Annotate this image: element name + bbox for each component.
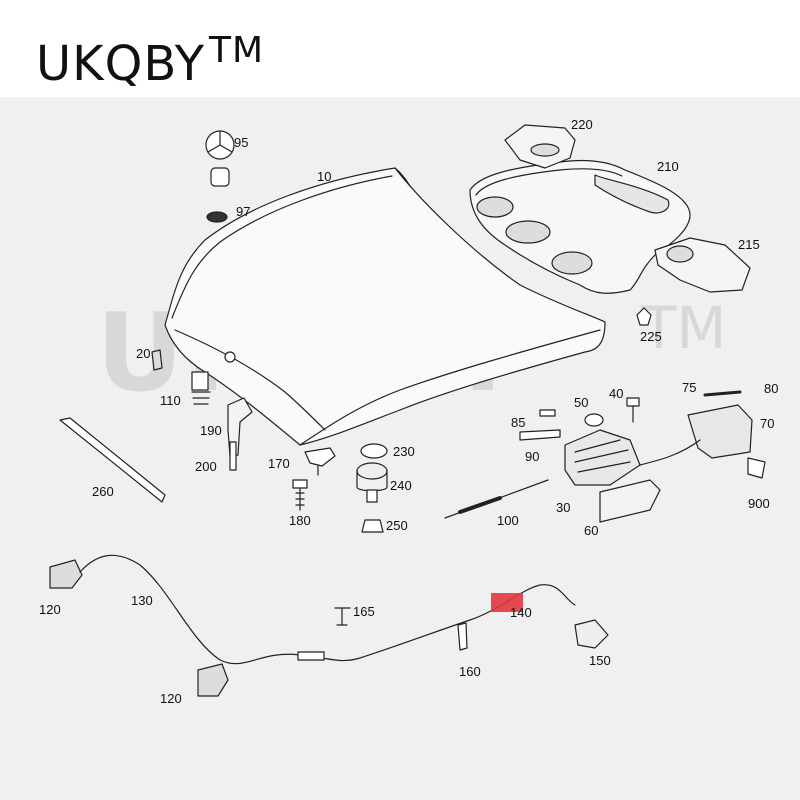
brand-tm: TM (209, 30, 265, 71)
label-40: 40 (609, 386, 624, 401)
label-50: 50 (574, 395, 589, 410)
ring-230-part (360, 443, 388, 459)
bolt-200-part (229, 441, 237, 471)
label-225: 225 (640, 329, 662, 344)
label-190: 190 (200, 423, 222, 438)
label-220: 220 (571, 117, 593, 132)
label-97: 97 (236, 204, 251, 219)
label-200: 200 (195, 459, 217, 474)
part-170 (304, 447, 336, 467)
label-10: 10 (317, 169, 332, 184)
label-30: 30 (556, 500, 571, 515)
insulation-mat-part (469, 159, 691, 294)
latch-30-part (564, 429, 641, 486)
highlight-marker (491, 593, 523, 612)
label-75: 75 (682, 380, 697, 395)
label-100: 100 (497, 513, 519, 528)
seal-strip-260-part (59, 417, 166, 503)
label-140: 140 (510, 605, 532, 620)
bracket-160-part (457, 622, 468, 651)
clip-120-upper-part (49, 559, 83, 589)
label-230: 230 (393, 444, 415, 459)
label-165: 165 (353, 604, 375, 619)
handle-60-part (599, 479, 661, 523)
label-150: 150 (589, 653, 611, 668)
actuator-70-part (639, 390, 753, 466)
label-90: 90 (525, 449, 540, 464)
clip-225-part (636, 307, 652, 326)
label-210: 210 (657, 159, 679, 174)
label-20: 20 (136, 346, 151, 361)
handle-150-part (574, 619, 609, 649)
label-80: 80 (764, 381, 779, 396)
connector-900-part (747, 457, 766, 479)
bumper-240-part (356, 462, 388, 503)
part-90 (519, 429, 561, 441)
label-130: 130 (131, 593, 153, 608)
seal-97-part (206, 211, 228, 223)
label-250: 250 (386, 518, 408, 533)
clip-165-part (334, 607, 351, 626)
bracket-220-part (504, 124, 576, 169)
label-110: 110 (160, 393, 181, 408)
bolt-40-part (626, 397, 640, 423)
label-180: 180 (289, 513, 311, 528)
bumper-50-part (584, 413, 604, 427)
watermark-tm: TM (641, 294, 727, 362)
part-85 (539, 409, 556, 417)
part-20 (151, 349, 163, 371)
label-85: 85 (511, 415, 526, 430)
bolt-180-part (292, 479, 308, 511)
label-70: 70 (760, 416, 775, 431)
bracket-215-part (654, 237, 751, 293)
label-170: 170 (268, 456, 290, 471)
bumper-110-part (191, 371, 211, 405)
brand-name: UKQBY (36, 36, 206, 92)
label-120-lower: 120 (160, 691, 182, 706)
label-240: 240 (390, 478, 412, 493)
label-900: 900 (748, 496, 770, 511)
label-120-upper: 120 (39, 602, 61, 617)
nut-250-part (361, 519, 384, 533)
clip-120-lower-part (197, 663, 229, 697)
parts-diagram (49, 124, 766, 697)
label-160: 160 (459, 664, 481, 679)
hood-part (164, 167, 606, 446)
label-60: 60 (584, 523, 599, 538)
label-215: 215 (738, 237, 760, 252)
label-95: 95 (234, 135, 249, 150)
emblem-95-part (205, 130, 235, 187)
label-260: 260 (92, 484, 114, 499)
